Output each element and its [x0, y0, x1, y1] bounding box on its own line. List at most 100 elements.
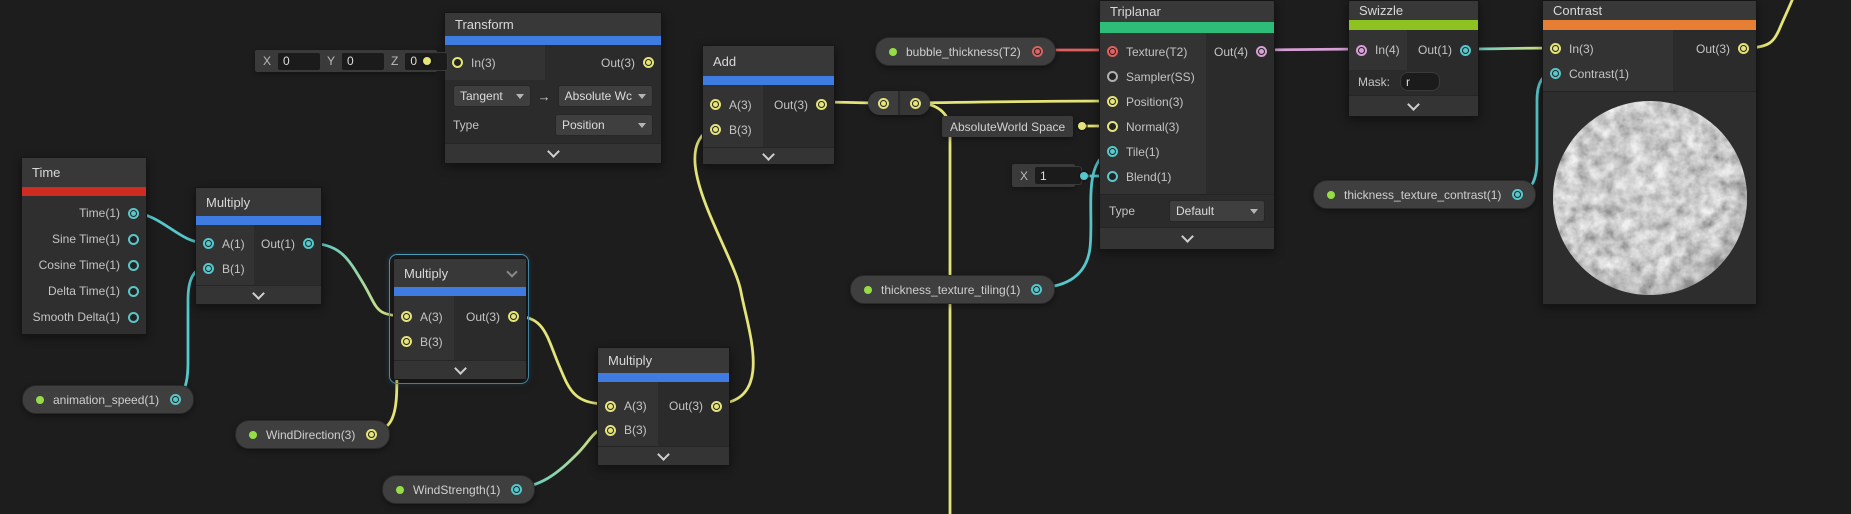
port-in[interactable]: [452, 57, 463, 68]
property-pill-wind-strength[interactable]: WindStrength(1): [382, 475, 536, 504]
port-a[interactable]: [203, 238, 214, 249]
property-out-port[interactable]: [1031, 46, 1043, 57]
space-to-dropdown[interactable]: Absolute Wc: [557, 85, 653, 107]
redirect-in-port[interactable]: [877, 97, 889, 109]
port-a[interactable]: [710, 99, 721, 110]
port-a[interactable]: [605, 400, 616, 412]
node-multiply-1[interactable]: Multiply A(1) B(1) Out(1): [195, 187, 322, 305]
type-dropdown[interactable]: Position: [555, 114, 653, 136]
x-value-field[interactable]: 1: [1034, 166, 1083, 185]
node-title: Multiply: [598, 348, 729, 373]
wire-triplanar-to-swizzle[interactable]: [1259, 47, 1361, 52]
chevron-down-icon: [1407, 97, 1420, 111]
port-b[interactable]: [605, 424, 616, 436]
port-in[interactable]: [1356, 44, 1367, 56]
node-color-bar: [1100, 22, 1274, 33]
node-color-bar: [394, 287, 526, 296]
redirect-out-port[interactable]: [909, 97, 921, 109]
node-color-bar: [22, 187, 146, 196]
node-color-bar: [598, 373, 729, 382]
node-triplanar[interactable]: Triplanar Texture(T2) Sampler(SS) Positi…: [1099, 0, 1275, 250]
expand-node-control[interactable]: [1100, 227, 1274, 249]
wire-redirect-down-offscreen[interactable]: [914, 101, 952, 514]
port-tile[interactable]: [1107, 146, 1118, 157]
port-out[interactable]: [1256, 46, 1267, 57]
property-pill-animation-speed[interactable]: animation_speed(1): [22, 385, 195, 414]
node-title-label: Time: [32, 165, 61, 180]
port-sampler[interactable]: [1107, 71, 1118, 82]
port-in[interactable]: [1550, 43, 1561, 54]
port-cosine-time[interactable]: [128, 259, 139, 271]
wire-redirect-to-position[interactable]: [914, 99, 1113, 105]
expand-node-control[interactable]: [1349, 95, 1478, 116]
node-title: Contrast: [1543, 1, 1756, 20]
port-a[interactable]: [401, 311, 412, 322]
property-out-port[interactable]: [1512, 189, 1524, 200]
port-time[interactable]: [128, 207, 139, 219]
expand-node-control[interactable]: [394, 360, 526, 379]
wire-tiling-to-tile[interactable]: [1032, 149, 1113, 290]
port-out[interactable]: [508, 311, 519, 322]
property-pill-thickness-texture-contrast[interactable]: thickness_texture_contrast(1): [1313, 180, 1537, 209]
property-out-port[interactable]: [366, 429, 378, 440]
wire-multiply1-to-multiply2-a[interactable]: [305, 241, 408, 318]
port-b[interactable]: [401, 336, 412, 347]
type-dropdown[interactable]: Default: [1169, 200, 1265, 222]
port-out[interactable]: [816, 99, 827, 110]
port-smooth-delta[interactable]: [128, 311, 139, 323]
port-out[interactable]: [643, 57, 654, 68]
property-out-port[interactable]: [1031, 284, 1043, 295]
node-multiply-2[interactable]: Multiply A(3) B(3) Out(3): [393, 258, 527, 380]
property-dot-icon: [36, 395, 44, 404]
mask-field[interactable]: r: [1400, 72, 1441, 91]
property-dot-icon: [864, 285, 872, 294]
property-label: thickness_texture_contrast(1): [1344, 187, 1502, 202]
port-b[interactable]: [710, 124, 721, 135]
property-out-port[interactable]: [511, 484, 523, 495]
port-b[interactable]: [203, 263, 214, 274]
port-sine-time[interactable]: [128, 233, 139, 245]
node-multiply-3[interactable]: Multiply A(3) B(3) Out(3): [597, 347, 730, 466]
expand-node-control[interactable]: [703, 147, 834, 164]
port-out[interactable]: [1460, 44, 1471, 56]
node-transform[interactable]: Transform In(3) Out(3) Tangent → Absolut…: [444, 12, 662, 164]
port-out[interactable]: [711, 400, 722, 412]
expand-node-control[interactable]: [598, 446, 729, 465]
port-contrast[interactable]: [1550, 68, 1561, 79]
y-label: Y: [327, 54, 336, 68]
port-normal[interactable]: [1107, 121, 1118, 132]
port-position[interactable]: [1107, 96, 1118, 107]
expand-node-control[interactable]: [445, 143, 661, 163]
node-add[interactable]: Add A(3) B(3) Out(3): [702, 45, 835, 165]
wire-multiply2-to-multiply3-a[interactable]: [512, 314, 611, 406]
port-blend[interactable]: [1107, 171, 1118, 182]
wire-contrast-out-offscreen[interactable]: [1741, 0, 1794, 50]
node-swizzle[interactable]: Swizzle In(4) Out(1) Mask: r: [1348, 0, 1479, 117]
port-delta-time[interactable]: [128, 285, 139, 297]
port-out[interactable]: [303, 238, 314, 249]
default-widget-connector-dot: [1080, 172, 1088, 180]
property-pill-bubble-thickness[interactable]: bubble_thickness(T2): [875, 37, 1056, 66]
node-title: Multiply: [196, 188, 321, 216]
wire-multiply3-to-add-b[interactable]: [693, 126, 755, 406]
expand-node-control[interactable]: [196, 285, 321, 304]
x-value-field[interactable]: 0: [277, 51, 322, 71]
property-dot-icon: [249, 430, 257, 439]
port-texture[interactable]: [1107, 46, 1118, 57]
port-out[interactable]: [1738, 43, 1749, 54]
property-out-port[interactable]: [170, 394, 182, 405]
chevron-down-icon: [252, 286, 265, 300]
collapse-chevron-icon[interactable]: [506, 265, 518, 278]
node-time[interactable]: Time Time(1) Sine Time(1) Cosine Time(1)…: [21, 157, 147, 335]
edge-redirect-node[interactable]: [868, 91, 930, 115]
property-pill-wind-direction[interactable]: WindDirection(3): [235, 420, 391, 449]
y-value-field[interactable]: 0: [341, 51, 386, 71]
property-pill-thickness-texture-tiling[interactable]: thickness_texture_tiling(1): [850, 275, 1056, 304]
normal-space-dropdown[interactable]: AbsoluteWorld Space: [942, 116, 1074, 137]
space-from-dropdown[interactable]: Tangent: [453, 85, 531, 107]
node-multiply-2-selection: Multiply A(3) B(3) Out(3): [389, 254, 529, 384]
property-label: WindDirection(3): [266, 427, 356, 442]
property-label: WindStrength(1): [413, 482, 501, 497]
node-contrast[interactable]: Contrast In(3) Contrast(1) Out(3): [1542, 0, 1757, 305]
